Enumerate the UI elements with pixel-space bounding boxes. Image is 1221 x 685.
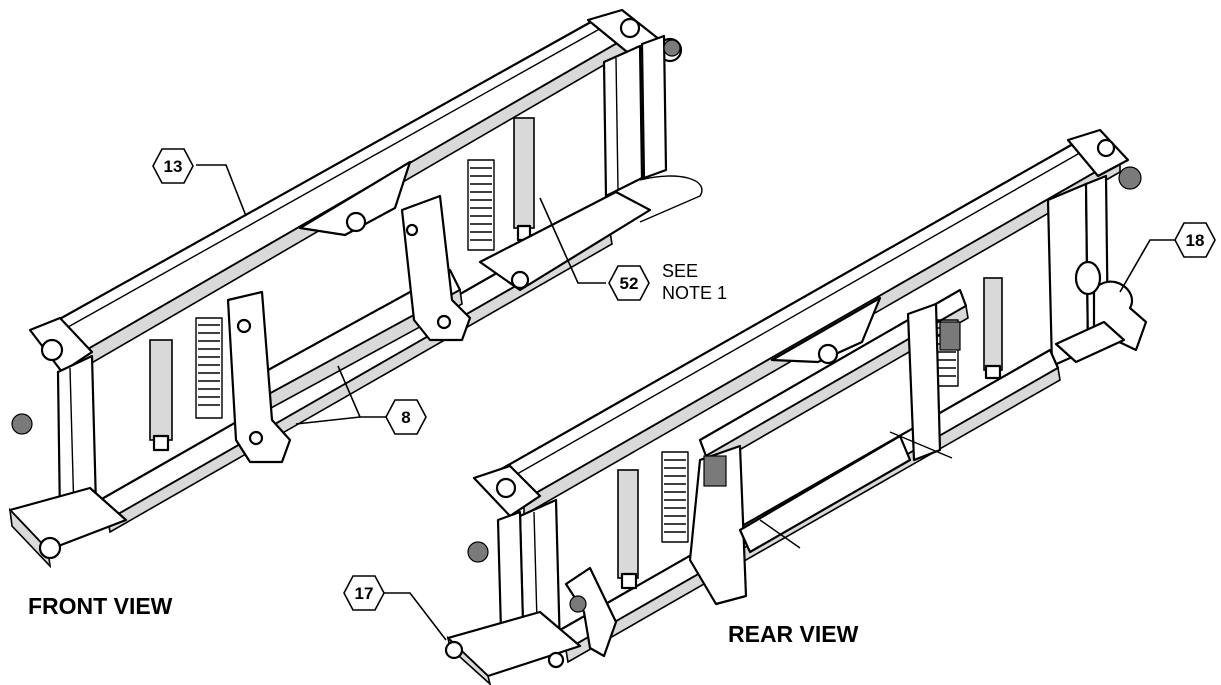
leader-17: [384, 592, 447, 641]
callout-18: 18: [1174, 222, 1216, 258]
callout-17: 17: [343, 575, 385, 611]
svg-text:8: 8: [401, 408, 410, 427]
callout-13: 13: [152, 148, 194, 184]
rear-view-assembly: [444, 128, 1148, 685]
leader-13: [196, 164, 247, 217]
svg-text:13: 13: [164, 157, 183, 176]
svg-text:52: 52: [620, 274, 639, 293]
front-view-label: FRONT VIEW: [28, 593, 173, 619]
leader-lines: [196, 164, 1176, 641]
leader-52: [539, 197, 606, 284]
front-view-assembly: [8, 8, 703, 569]
callout-52: 52: [608, 265, 650, 301]
leader-8b: [295, 416, 361, 425]
callout-8: 8: [385, 399, 427, 435]
svg-text:17: 17: [355, 584, 374, 603]
leader-18: [1119, 239, 1176, 293]
note-line-2: NOTE 1: [662, 283, 727, 303]
svg-text:18: 18: [1186, 231, 1205, 250]
rear-view-label: REAR VIEW: [728, 621, 859, 647]
note-line-1: SEE: [662, 261, 698, 281]
